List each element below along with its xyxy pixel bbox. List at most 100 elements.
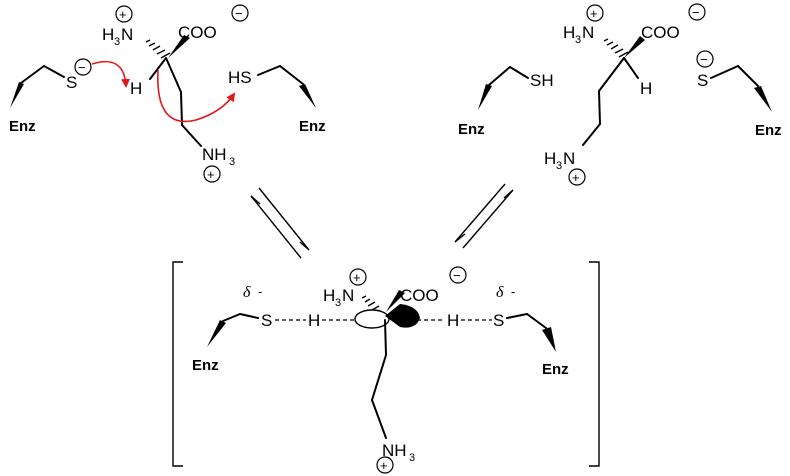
sulfur-atom: S [261,311,272,330]
hydrogen-atom: H [640,79,652,98]
carboxylate-label: COO [400,286,439,305]
negative-charge-icon [449,266,467,284]
left-bracket [172,261,183,467]
bond [239,313,259,319]
bond [180,91,183,126]
positive-charge-icon [568,168,586,186]
enzyme-label: Enz [458,121,485,138]
bond [222,313,241,322]
bond [509,66,529,79]
bond [623,57,639,79]
bond [506,313,528,319]
wedge-bond [386,290,405,312]
enzyme-label: Enz [9,118,36,135]
product-amino-acid: + H 3 N COO − H H 3 N + [544,3,706,186]
subscript: 3 [229,156,235,168]
amino-group-label: NH [202,145,227,164]
curved-arrow-2 [157,69,236,123]
bond [257,65,281,76]
partial-charge-delta: δ [496,284,504,301]
subscript: 3 [556,160,562,172]
nitrogen-atom: N [121,25,133,44]
subscript: 3 [409,452,415,464]
hashed-bond [603,38,629,58]
sulfur-atom: S [697,71,708,90]
bond [149,57,167,80]
enzyme-thiolate-right: S δ - Enz [493,284,569,378]
bond [488,66,511,86]
bond [598,90,601,125]
bond [737,65,759,87]
thiol-label: HS [228,68,252,87]
charge-sign: − [692,5,700,20]
bond [526,313,547,329]
bond [371,399,387,439]
partial-charge-sign: - [511,284,515,299]
bond [598,57,625,92]
thiol-label: SH [530,71,554,90]
transition-state: S δ - Enz H + H 3 N COO [172,261,600,474]
hydrogen-atom: H [308,311,320,330]
charge-sign: + [590,6,598,21]
negative-charge-icon [688,3,706,21]
partial-charge-sign: - [258,284,262,299]
positive-charge-icon [349,268,367,286]
orbital-lobe-filled [385,304,420,328]
nitrogen-atom: N [582,23,594,42]
subscript: 3 [114,36,120,48]
bond [43,65,65,78]
charge-sign: − [700,52,708,67]
wedge-bond [542,327,556,352]
enzyme-thiolate-left: S − Enz [9,58,92,135]
wedge-bond [624,36,645,58]
partial-charge-delta: δ [243,284,251,301]
curved-arrow-1 [91,60,131,88]
right-bracket [589,261,600,467]
bond [582,123,601,146]
equilibrium-arrow-left [250,187,310,259]
wedge-bond [168,35,190,58]
carbanion-intermediate: + H 3 N COO − NH 3 + [323,266,467,474]
wedge-bond [10,82,24,108]
atom-label: H [544,149,556,168]
orbital-lobe-open [354,309,390,329]
positive-charge-icon [203,165,221,183]
atom-label: H [563,23,575,42]
negative-charge-icon [231,4,249,22]
enzyme-label: Enz [755,122,782,139]
wedge-bond [754,86,772,112]
enzyme-label: Enz [542,361,569,378]
enzyme-thiolate-left: S δ - Enz [192,284,272,374]
charge-sign: + [380,458,388,473]
charge-sign: − [235,6,243,21]
wedge-bond [299,84,316,108]
bond [710,65,739,79]
subscript: 3 [575,34,581,46]
charge-sign: − [78,60,86,75]
positive-charge-icon [376,456,394,474]
wedge-bond [207,320,226,347]
bond [371,354,387,401]
carboxylate-label: COO [641,23,680,42]
atom-label: H [102,25,114,44]
sulfur-atom: S [66,73,77,92]
hashed-bond [145,39,171,59]
hydrogen-atom: H [130,79,142,98]
sulfur-atom: S [493,311,504,330]
enzyme-label: Enz [299,118,326,135]
positive-charge-icon [586,4,604,22]
charge-sign: + [119,7,127,22]
enzyme-label: Enz [192,357,219,374]
negative-charge-icon [696,50,714,68]
charge-sign: − [453,268,461,283]
amino-group-label: NH [382,441,407,460]
nitrogen-atom: N [342,286,354,305]
bond [165,57,182,93]
negative-charge-icon [74,58,92,76]
hashed-bond [361,295,380,311]
nitrogen-atom: N [563,149,575,168]
positive-charge-icon [115,5,133,23]
enzyme-thiol-left: SH Enz [458,66,554,138]
equilibrium-arrow-right [454,183,514,249]
